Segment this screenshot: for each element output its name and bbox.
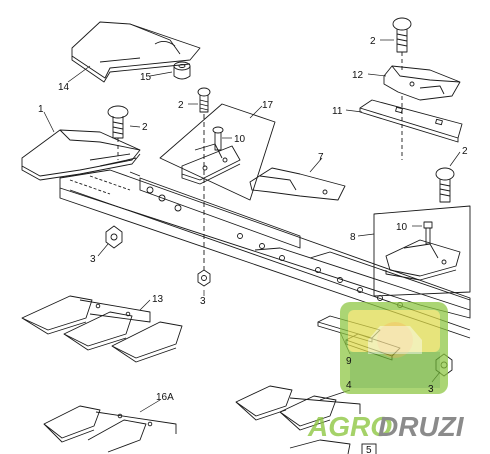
part-4-guards: [235, 385, 361, 431]
part-17-hold-down-clip-box: [159, 103, 276, 201]
callout-13: 13: [152, 294, 164, 305]
part-2-bolt-top-right: [392, 17, 412, 70]
part-14-guard-plate: [71, 21, 201, 83]
callout-3c: 3: [428, 384, 434, 395]
part-2-bolt-center: [197, 87, 211, 113]
callout-4: 4: [346, 380, 352, 391]
watermark-logo: [340, 302, 448, 394]
part-3-nut-left: [105, 225, 123, 249]
callout-16a: 16A: [156, 392, 174, 403]
callout-15: 15: [140, 72, 152, 83]
callout-1: 1: [38, 104, 44, 115]
callout-3a: 3: [90, 254, 96, 265]
callout-3b: 3: [200, 296, 206, 307]
part-8-clip-box: [373, 205, 471, 297]
callout-8: 8: [350, 232, 356, 243]
part-1-guard-assembly: [21, 105, 141, 181]
watermark-text: AGRO DRUZI: [307, 411, 465, 442]
callout-labels: 14 15 2 2 1 17 10 7 2 12 11 2 8 10 3 3 1…: [38, 36, 468, 454]
part-11-flat-plate: [359, 96, 463, 160]
part-2-bolt-right: [435, 167, 455, 203]
callout-7: 7: [318, 152, 324, 163]
callout-10b: 10: [396, 222, 408, 233]
callout-2b: 2: [142, 122, 148, 133]
callout-2a: 2: [178, 100, 184, 111]
callout-5: 5: [366, 445, 372, 454]
part-3-nut-center: [197, 269, 211, 287]
part-15-spacer: [173, 61, 191, 80]
part-7-knife-clip: [249, 167, 346, 201]
callout-5-box: [361, 443, 377, 454]
part-16a-guards: [43, 405, 177, 453]
callout-2c: 2: [370, 36, 376, 47]
cutter-bar: [59, 169, 471, 339]
part-12-clamp: [383, 65, 461, 101]
watermark-brand-part1: AGRO: [307, 411, 392, 442]
part-5-guard: [289, 439, 351, 454]
part-13-knife-guards: [21, 295, 183, 363]
callout-10a: 10: [234, 134, 246, 145]
callout-9: 9: [346, 356, 352, 367]
callout-17: 17: [262, 100, 274, 111]
watermark-brand-part2: DRUZI: [378, 411, 465, 442]
callout-14: 14: [58, 82, 70, 93]
callout-11: 11: [332, 106, 343, 117]
callout-2d: 2: [462, 146, 468, 157]
callout-12: 12: [352, 70, 364, 81]
